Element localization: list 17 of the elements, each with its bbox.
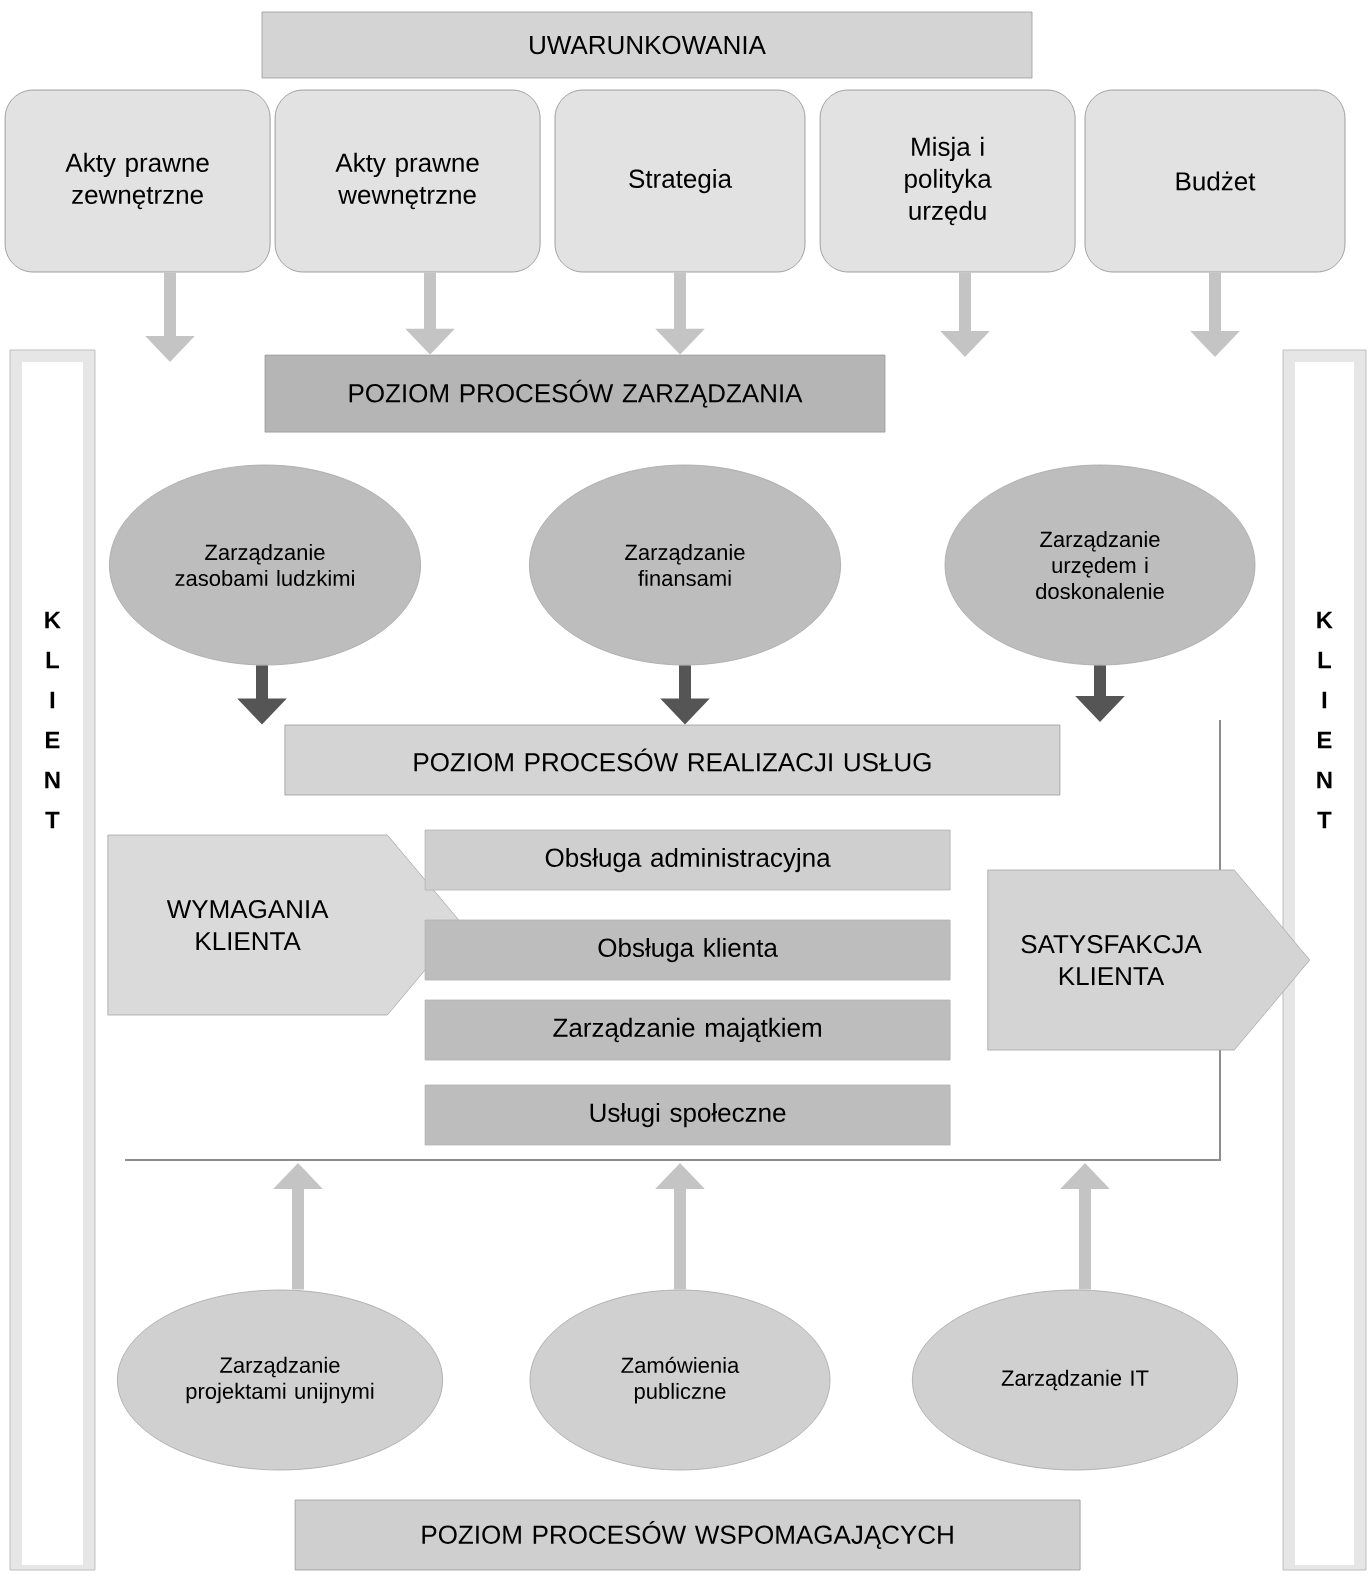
level-band: POZIOM PROCESÓW REALIZACJI USŁUG	[284, 724, 1061, 796]
process-bar: Obsługa klienta	[424, 919, 951, 981]
client-bar: K L I E N T	[1282, 349, 1367, 1571]
rounded-box: Akty prawne wewnętrzne	[274, 89, 541, 273]
client-bar: K L I E N T	[9, 349, 96, 1571]
level-band: POZIOM PROCESÓW ZARZĄDZANIA	[264, 354, 886, 433]
level-band: UWARUNKOWANIA	[261, 11, 1033, 79]
pentagon-box: WYMAGANIA KLIENTA	[107, 834, 464, 1016]
pentagon-box: SATYSFAKCJA KLIENTA	[987, 869, 1311, 1051]
rounded-box: Budżet	[1084, 89, 1346, 273]
level-band: POZIOM PROCESÓW WSPOMAGAJĄCYCH	[294, 1499, 1081, 1571]
rounded-box: Strategia	[554, 89, 806, 273]
process-bar: Zarządzanie majątkiem	[424, 999, 951, 1061]
rounded-box: Akty prawne zewnętrzne	[4, 89, 271, 273]
process-bar: Usługi społeczne	[424, 1084, 951, 1146]
process-bar: Obsługa administracyjna	[424, 829, 951, 891]
rounded-box: Misja i polityka urzędu	[819, 89, 1076, 273]
